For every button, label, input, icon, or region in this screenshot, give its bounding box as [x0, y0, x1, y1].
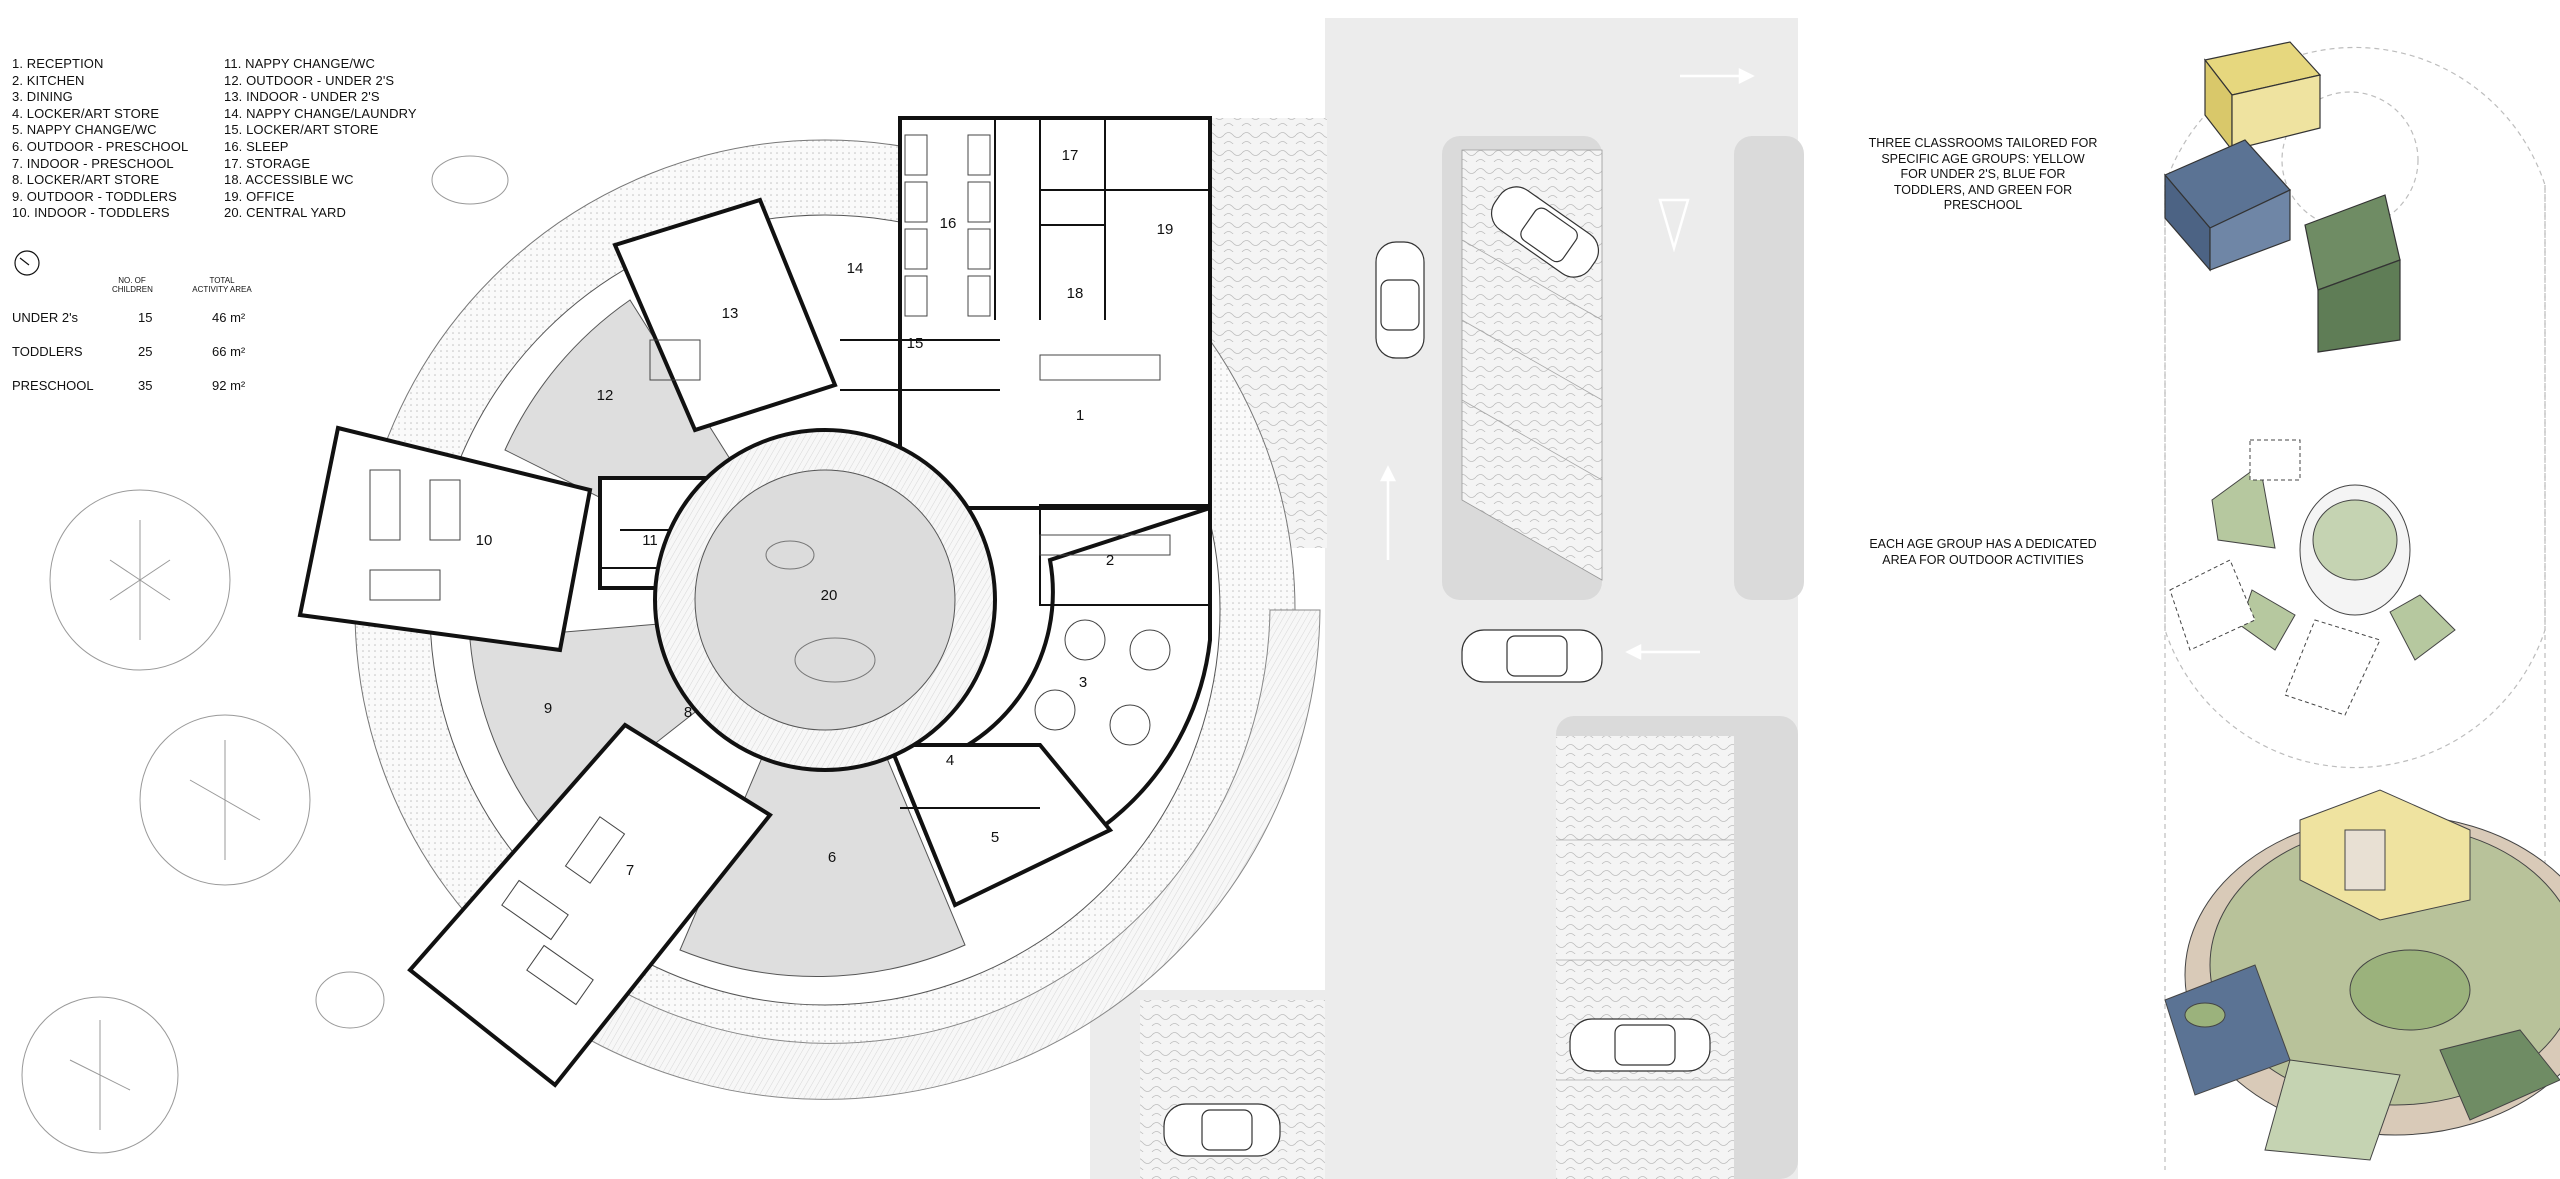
room-label: 3 [1079, 674, 1087, 691]
legend-item: 19. OFFICE [224, 188, 295, 204]
legend-item: 17. STORAGE [224, 155, 311, 171]
legend-item: 3. DINING [12, 89, 73, 105]
legend-item: 1. RECEPTION [12, 56, 104, 71]
legend-item: 8. LOCKER/ART STORE [12, 172, 160, 188]
outdoor-note: EACH AGE GROUP HAS A DEDICATED AREA FOR … [1869, 537, 2097, 567]
legend-item: 4. LOCKER/ART STORE [12, 105, 160, 121]
table-row: PRESCHOOL [12, 378, 94, 393]
room-label: 17 [1062, 147, 1079, 164]
table-row: TODDLERS [12, 344, 83, 359]
legend-item: 15. LOCKER/ART STORE [224, 122, 379, 138]
outdoor-diagram [2169, 439, 2456, 716]
legend-item: 18. ACCESSIBLE WC [224, 172, 354, 188]
room-label: 1 [1076, 407, 1084, 424]
building-walls [297, 116, 1212, 1088]
room-label: 10 [476, 532, 493, 549]
traffic-arrow-icon [1379, 67, 1755, 661]
legend-item: 6. OUTDOOR - PRESCHOOL [12, 138, 189, 154]
legend-item: 5. NAPPY CHANGE/WC [12, 122, 157, 138]
room-label: 15 [907, 335, 924, 352]
legend-item: 16. SLEEP [224, 138, 289, 154]
room-label: 19 [1157, 221, 1174, 238]
room-label: 12 [597, 387, 614, 404]
classroom-volumes [2164, 41, 2401, 353]
central-yard [694, 469, 956, 731]
room-label: 9 [544, 700, 552, 717]
legend-item: 10. INDOOR - TODDLERS [12, 205, 170, 221]
legend-item: 20. CENTRAL YARD [224, 205, 347, 221]
room-label: 6 [828, 849, 836, 866]
room-label: 14 [847, 260, 864, 277]
sleep-cots [904, 134, 991, 317]
legend-item: 2. KITCHEN [12, 72, 85, 88]
room-label: 16 [940, 215, 957, 232]
interior-walls [600, 118, 1211, 809]
room-label: 11 [642, 532, 658, 549]
car-icon [1163, 186, 1711, 1157]
building-axonometric [2164, 789, 2560, 1161]
room-label: 4 [946, 752, 954, 769]
room-label: 18 [1067, 285, 1084, 302]
legend-item: 11. NAPPY CHANGE/WC [224, 56, 375, 71]
room-labels: 1 2 3 4 5 6 7 8 9 10 11 12 13 14 15 16 1… [476, 147, 1174, 879]
diagram-outline [2164, 46, 2546, 1170]
room-label: 8 [684, 704, 692, 721]
legend-item: 14. NAPPY CHANGE/LAUNDRY [224, 105, 417, 121]
tree-icon [21, 155, 509, 1154]
north-arrow-icon [14, 250, 40, 276]
road-network [1090, 18, 1804, 1179]
legend-item: 7. INDOOR - PRESCHOOL [12, 155, 174, 171]
room-label: 20 [821, 587, 838, 604]
tables [369, 339, 1171, 1006]
room-label: 7 [626, 862, 634, 879]
legend-item: 13. INDOOR - UNDER 2's [224, 89, 380, 105]
table-row: UNDER 2's [12, 310, 79, 325]
legend-item: 9. OUTDOOR - TODDLERS [12, 188, 177, 204]
classrooms-note: THREE CLASSROOMS TAILORED FOR SPECIFIC A… [1868, 136, 2098, 213]
room-label: 2 [1106, 552, 1114, 569]
room-label: 5 [991, 829, 999, 846]
yield-sign-icon [1658, 198, 1690, 253]
header-area: TOTAL ACTIVITY AREA [192, 276, 252, 294]
header-children: NO. OF CHILDREN [112, 276, 153, 294]
room-label: 13 [722, 305, 739, 322]
legend-item: 12. OUTDOOR - UNDER 2's [224, 72, 395, 88]
